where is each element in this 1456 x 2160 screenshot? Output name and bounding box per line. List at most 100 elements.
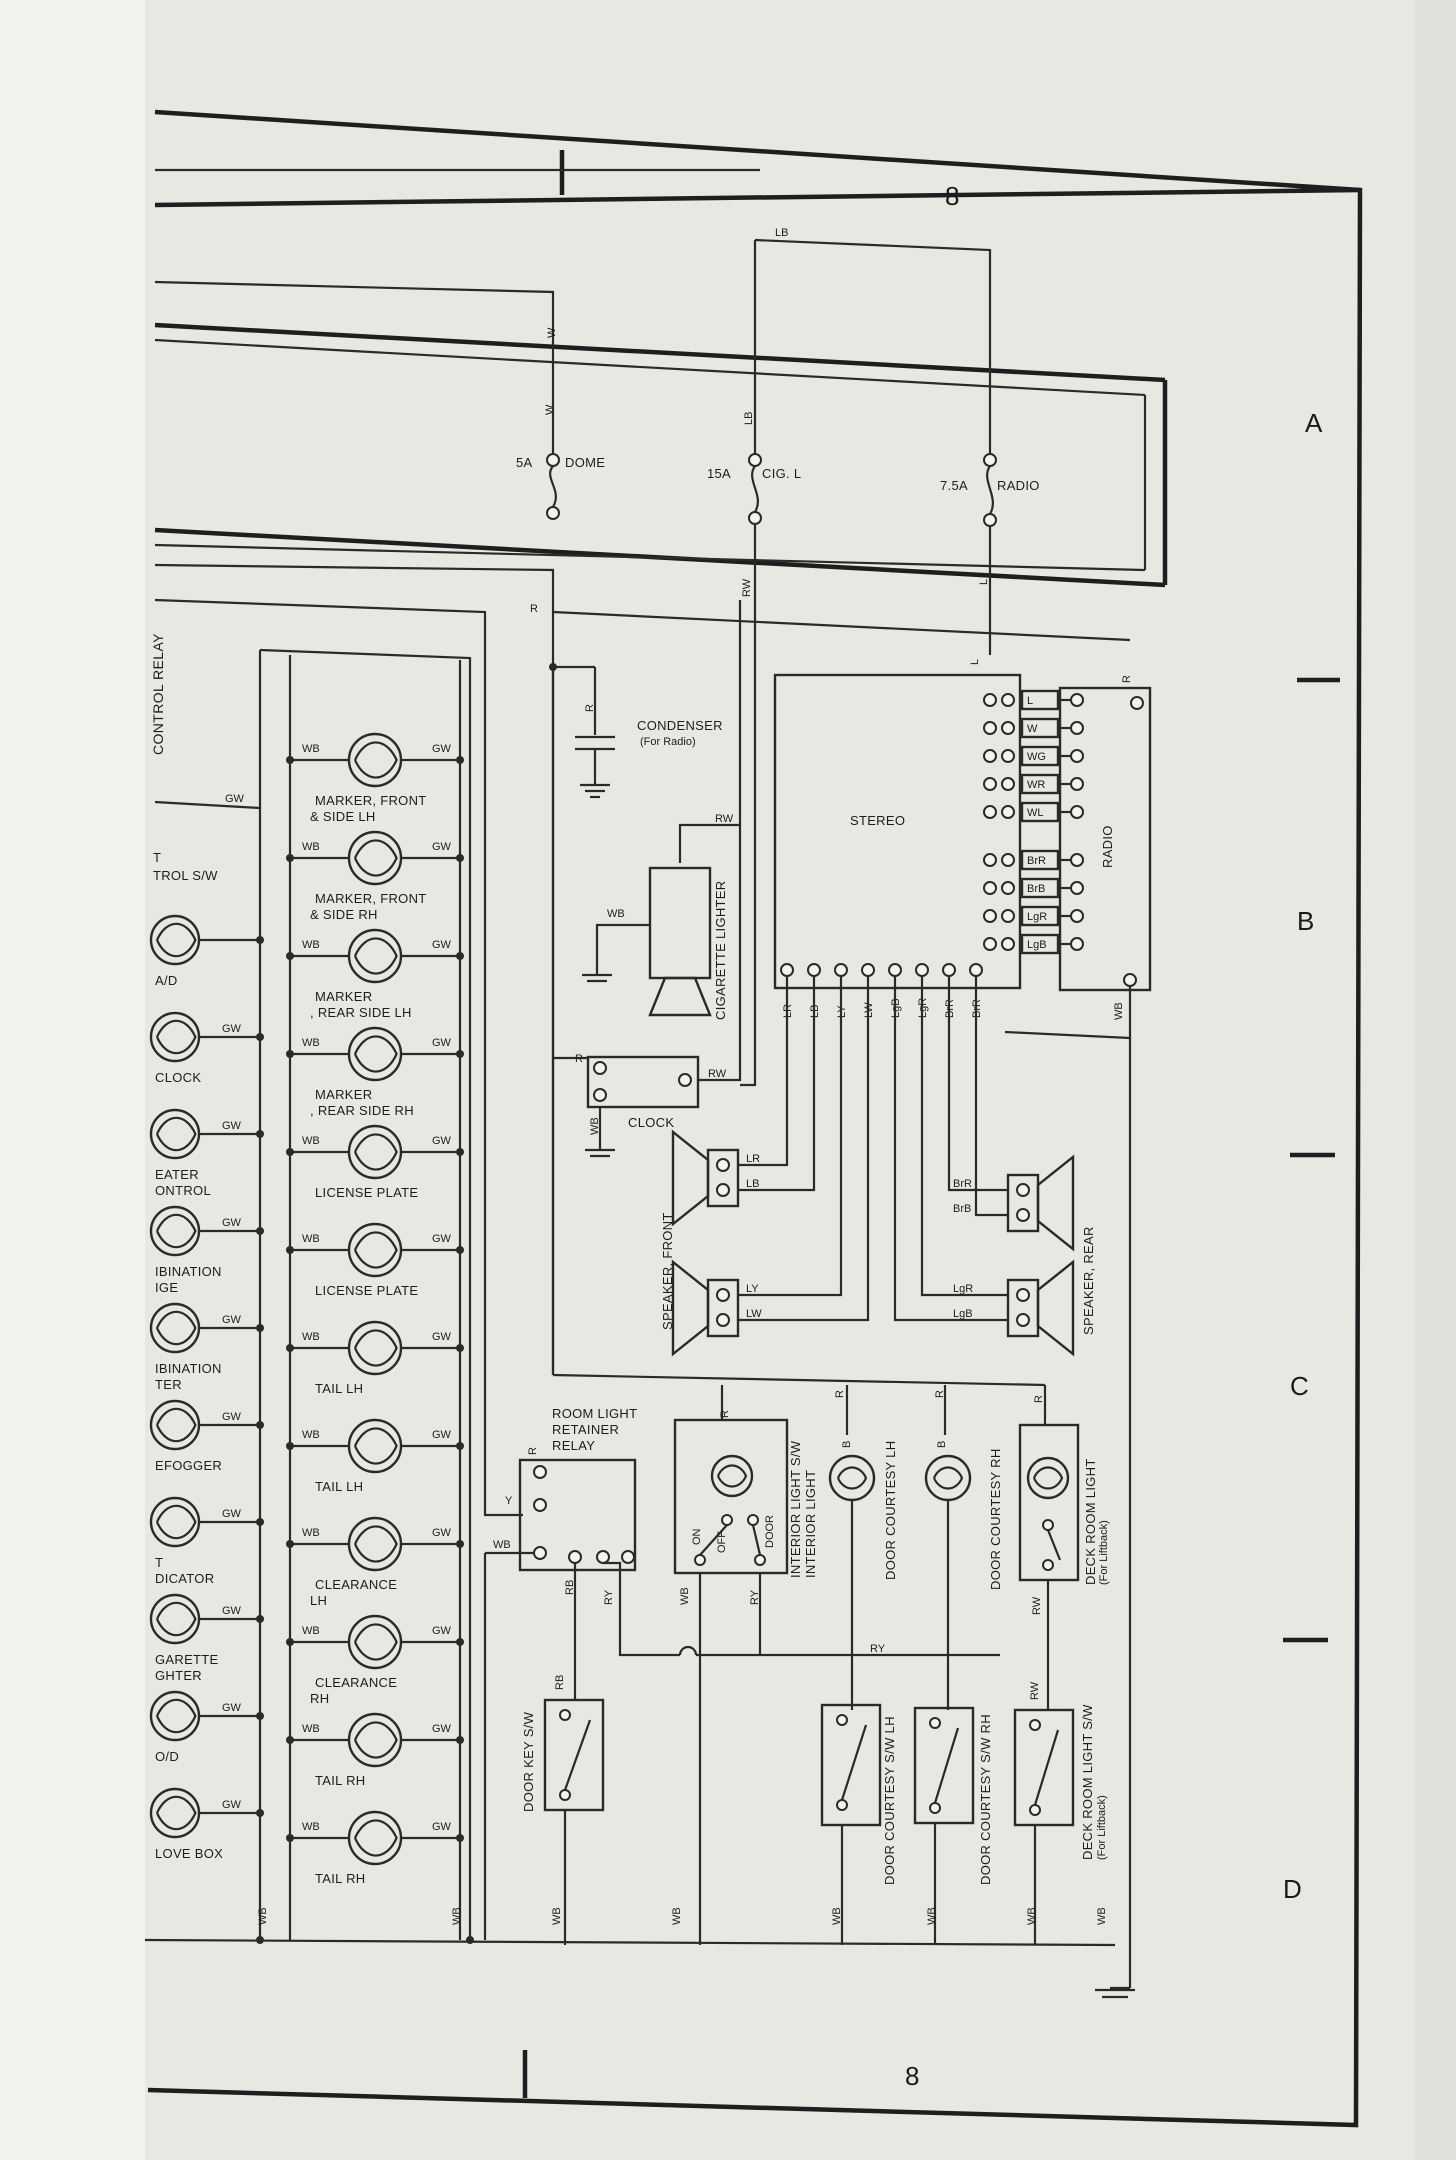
courtesy-sw-rh-label: DOOR COURTESY S/W RH: [978, 1714, 993, 1885]
speaker-front-label: SPEAKER, FRONT: [660, 1212, 675, 1330]
clock-wire-in: R: [575, 1053, 583, 1065]
stereo-terminal-1: [807, 963, 821, 977]
middle-lamp-label-3: MARKER: [315, 1087, 372, 1102]
left-lamp-7: [149, 1593, 201, 1645]
zone-label-b: B: [1297, 906, 1314, 936]
interior-pos-door: DOOR: [764, 1515, 776, 1548]
stereo-terminal-0: [780, 963, 794, 977]
left-lamp-label2-2: ONTROL: [155, 1183, 211, 1198]
stereo-right-terminal-5: [983, 853, 997, 867]
left-lamp-label-5: EFOGGER: [155, 1458, 222, 1473]
middle-lamp-wr-0: GW: [432, 743, 452, 755]
middle-lamp-label2-0: & SIDE LH: [310, 809, 376, 824]
middle-lamp-label2-9: RH: [310, 1691, 329, 1706]
left-lamp-2: [149, 1108, 201, 1160]
middle-lamp-label2-1: & SIDE RH: [310, 907, 378, 922]
middle-lamp-7: [347, 1418, 403, 1474]
stereo-terminal-7: [969, 963, 983, 977]
left-lamp-label2-4: TER: [155, 1377, 182, 1392]
middle-lamp-label-5: LICENSE PLATE: [315, 1283, 418, 1298]
middle-lamp-3: [347, 1026, 403, 1082]
stereo-right-terminal-3: [983, 777, 997, 791]
middle-lamp-wl-3: WB: [302, 1037, 320, 1049]
stereo-right-terminal-4: [983, 805, 997, 819]
sheet-number-top: 8: [945, 181, 959, 211]
clock-label: CLOCK: [628, 1115, 674, 1130]
middle-lamp-8: [347, 1516, 403, 1572]
interior-wire-top: R: [719, 1410, 731, 1418]
left-lamp-1: [149, 1011, 201, 1063]
control-relay-label: CONTROL RELAY: [150, 633, 166, 755]
left-lamp-label-9: LOVE BOX: [155, 1846, 223, 1861]
middle-lamp-label-1: MARKER, FRONT: [315, 891, 427, 906]
stereo-right-terminal-1: [983, 721, 997, 735]
relay-label-3: RELAY: [552, 1438, 595, 1453]
middle-lamp-wl-9: WB: [302, 1625, 320, 1637]
stereo-right-terminal-label-1: W: [1027, 723, 1038, 735]
room-light-retainer-relay: ROOM LIGHT RETAINER RELAY R Y WB RB RY: [483, 1406, 1000, 1940]
speaker-rear-label: SPEAKER, REAR: [1081, 1226, 1096, 1335]
ground-wire-label-7: WB: [1096, 1907, 1108, 1925]
stereo-right-terminal-label-4: WL: [1027, 807, 1044, 819]
left-lamp-wire-3: GW: [222, 1217, 242, 1229]
fuse-cig-rating: 15A: [707, 466, 731, 481]
chassis-ground: [1095, 1945, 1135, 1999]
relay-pin-wb: WB: [493, 1539, 511, 1551]
middle-lamp-wl-10: WB: [302, 1723, 320, 1735]
radio-unit: RADIO R WB: [1004, 675, 1152, 1999]
middle-lamp-wr-4: GW: [432, 1135, 452, 1147]
left-lamp-wire-9: GW: [222, 1799, 242, 1811]
svg-text:8: 8: [945, 181, 959, 211]
deck-room-light: R RW DECK ROOM LIGHT (For Liftback): [1018, 1395, 1110, 1710]
middle-lamp-label2-2: , REAR SIDE LH: [310, 1005, 412, 1020]
middle-lamp-wl-6: WB: [302, 1331, 320, 1343]
courtesy-lh-label: DOOR COURTESY LH: [883, 1441, 898, 1580]
left-lamp-9: [149, 1787, 201, 1839]
courtesy-lh-wire-top: R: [834, 1390, 846, 1398]
left-lamp-column: CONTROL RELAY GW T TROL S/W A/DGWCLOCKGW…: [144, 633, 1116, 1947]
door-courtesy-lights: B DOOR COURTESY LH B DOOR COURTESY RH R …: [828, 1390, 1003, 1710]
fuse-radio: 7.5A RADIO L L: [940, 453, 1039, 665]
left-lamp-wire-5: GW: [222, 1411, 242, 1423]
stereo-right-terminal-8: [983, 937, 997, 951]
sheet-frame: [147, 109, 1363, 2128]
cig-lighter-wire-in: RW: [715, 813, 734, 825]
middle-lamp-10: [347, 1712, 403, 1768]
stereo-right-terminal-label-6: BrB: [1027, 883, 1045, 895]
middle-lamp-0: [347, 732, 403, 788]
fuse-cig-wire-out: RW: [741, 578, 753, 597]
middle-lamp-wl-8: WB: [302, 1527, 320, 1539]
left-lamp-label2-3: IGE: [155, 1280, 178, 1295]
stereo-right-terminal-label-5: BrR: [1027, 855, 1046, 867]
courtesy-lh-wire-b: B: [841, 1441, 853, 1448]
left-lamp-label-4: IBINATION: [155, 1361, 222, 1376]
fuse-cig-wire-in: LB: [775, 227, 788, 239]
stereo-right-terminal-label-2: WG: [1027, 751, 1046, 763]
middle-lamp-wl-2: WB: [302, 939, 320, 951]
fuse-dome-wire-in2: W: [544, 404, 556, 415]
left-lamp-wire-7: GW: [222, 1605, 242, 1617]
relay-pin-r: R: [527, 1447, 539, 1455]
middle-lamp-label-8: CLEARANCE: [315, 1577, 397, 1592]
left-lamp-label-8: O/D: [155, 1749, 179, 1764]
interior-wire-right: RY: [749, 1589, 761, 1605]
relay-label-2: RETAINER: [552, 1422, 619, 1437]
courtesy-rh-wire-b: B: [936, 1441, 948, 1448]
left-lamp-4: [149, 1302, 201, 1354]
ground-wire-label-6: WB: [1026, 1907, 1038, 1925]
svg-text:LY: LY: [746, 1283, 759, 1295]
middle-lamp-label-10: TAIL RH: [315, 1773, 366, 1788]
courtesy-rh-wire-top: R: [934, 1390, 946, 1398]
middle-lamp-wl-5: WB: [302, 1233, 320, 1245]
svg-text:LW: LW: [746, 1308, 762, 1320]
stereo-terminal-3: [861, 963, 875, 977]
left-lamp-label2-7: GHTER: [155, 1668, 202, 1683]
middle-lamp-label-2: MARKER: [315, 989, 372, 1004]
ground-wire-label-4: WB: [831, 1907, 843, 1925]
